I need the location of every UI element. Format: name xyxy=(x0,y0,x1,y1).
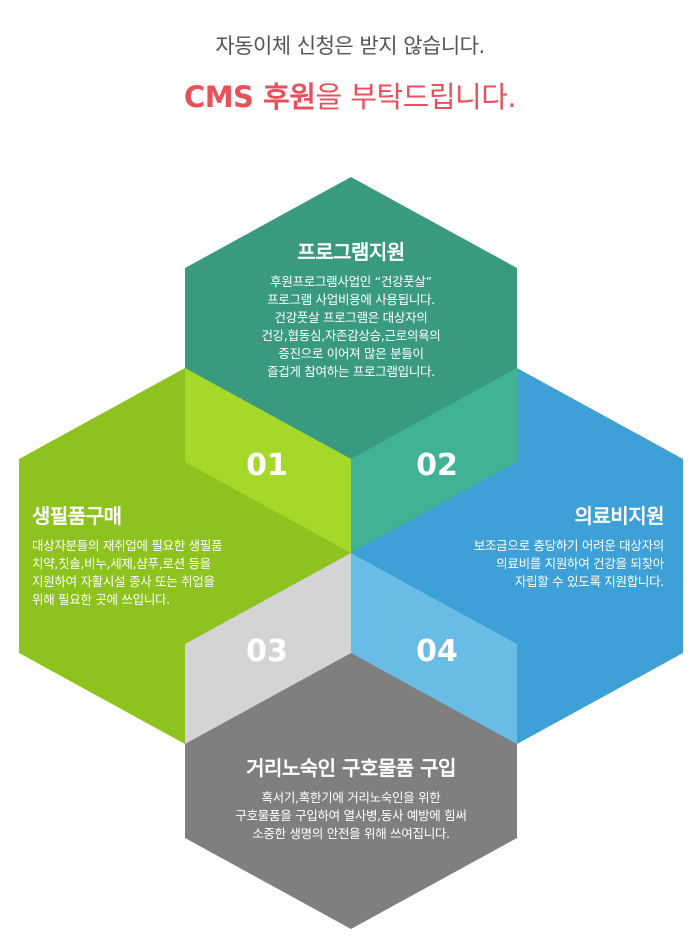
medical-desc-line: 자립할 수 있도록 지원합니다. xyxy=(514,574,664,589)
header-line-2: CMS 후원을 부탁드립니다. xyxy=(0,74,700,116)
number-04: 04 xyxy=(416,634,458,669)
homeless-desc-line: 혹서기,혹한기에 거리노숙인을 위한 xyxy=(261,790,441,805)
program-desc-line: 후원프로그램사업인 “건강풋살” xyxy=(270,274,432,289)
goods-title: 생필품구매 xyxy=(32,504,122,528)
overlap-01 xyxy=(185,368,351,553)
homeless-desc: 혹서기,혹한기에 거리노숙인을 위한 구호물품을 구입하여 열사병,동사 예방에… xyxy=(190,789,512,843)
cms-highlight: CMS 후원 xyxy=(183,80,316,114)
goods-desc: 대상자분들의 재취업에 필요한 생필품 치약,칫솔,비누,세제,샴푸,로션 등을… xyxy=(32,537,332,609)
medical-title: 의료비지원 xyxy=(574,504,665,528)
overlap-02 xyxy=(351,368,517,553)
number-01: 01 xyxy=(246,448,288,483)
header-line-2-rest: 을 부탁드립니다. xyxy=(315,80,517,114)
goods-block: 생필품구매 대상자분들의 재취업에 필요한 생필품 치약,칫솔,비누,세제,샴푸… xyxy=(32,500,332,609)
medical-desc: 보조금으로 충당하기 어려운 대상자의 의료비를 지원하여 건강을 되찾아 자립… xyxy=(368,537,665,591)
homeless-desc-line: 구호물품을 구입하여 열사병,동사 예방에 힘써 xyxy=(235,808,467,823)
goods-desc-line: 위해 필요한 곳에 쓰입니다. xyxy=(32,592,170,607)
program-desc-line: 증진으로 이어져 많은 분들이 xyxy=(278,346,424,361)
program-block: 프로그램지원 후원프로그램사업인 “건강풋살” 프로그램 사업비용에 사용됩니다… xyxy=(205,236,497,381)
program-desc-line: 건강,협동심,자존감상승,근로의욕의 xyxy=(261,328,441,343)
program-desc-line: 건강풋살 프로그램은 대상자의 xyxy=(274,310,428,325)
program-desc-line: 즐겁게 참여하는 프로그램입니다. xyxy=(267,364,435,379)
header: 자동이체 신청은 받지 않습니다. CMS 후원을 부탁드립니다. xyxy=(0,30,700,116)
medical-desc-line: 의료비를 지원하여 건강을 되찾아 xyxy=(496,556,664,571)
number-03: 03 xyxy=(246,634,288,669)
medical-block: 의료비지원 보조금으로 충당하기 어려운 대상자의 의료비를 지원하여 건강을 … xyxy=(368,500,665,591)
medical-desc-line: 보조금으로 충당하기 어려운 대상자의 xyxy=(473,538,665,553)
homeless-desc-line: 소중한 생명의 안전을 위해 쓰여집니다. xyxy=(252,826,450,841)
program-desc: 후원프로그램사업인 “건강풋살” 프로그램 사업비용에 사용됩니다. 건강풋살 … xyxy=(205,273,497,381)
homeless-block: 거리노숙인 구호물품 구입 혹서기,혹한기에 거리노숙인을 위한 구호물품을 구… xyxy=(190,752,512,843)
header-line-1: 자동이체 신청은 받지 않습니다. xyxy=(215,34,485,58)
overlap-03 xyxy=(185,553,351,744)
homeless-title: 거리노숙인 구호물품 구입 xyxy=(246,756,456,780)
goods-desc-line: 치약,칫솔,비누,세제,샴푸,로션 등을 xyxy=(32,556,211,571)
program-title: 프로그램지원 xyxy=(297,240,405,264)
goods-desc-line: 대상자분들의 재취업에 필요한 생필품 xyxy=(32,538,223,553)
program-desc-line: 프로그램 사업비용에 사용됩니다. xyxy=(267,292,435,307)
overlap-04 xyxy=(351,553,517,744)
number-02: 02 xyxy=(416,448,458,483)
goods-desc-line: 지원하여 자활시설 종사 또는 취업을 xyxy=(32,574,215,589)
